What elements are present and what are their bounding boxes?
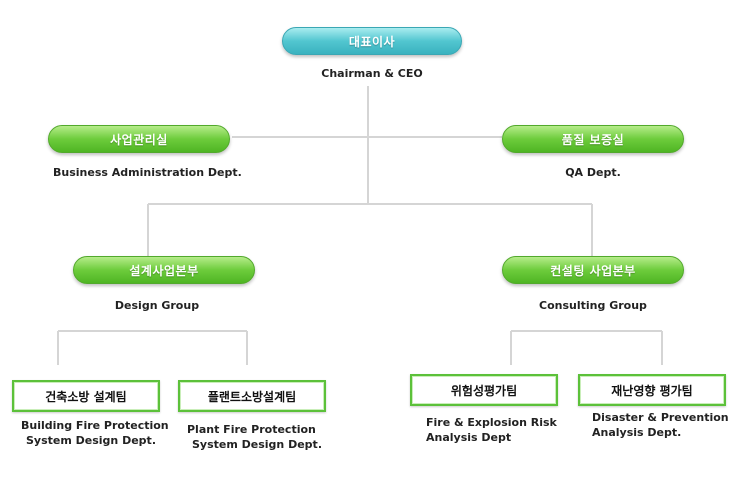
business-admin-caption: Business Administration Dept. (53, 166, 242, 179)
risk-analysis-caption-line2: Analysis Dept (426, 431, 512, 444)
risk-analysis-node: 위험성평가팀 (410, 374, 558, 406)
disaster-analysis-caption-line1: Disaster & Prevention (592, 411, 729, 424)
risk-analysis-caption-line1: Fire & Explosion Risk (426, 416, 557, 429)
business-admin-node: 사업관리실 (48, 125, 230, 153)
qa-node: 품질 보증실 (502, 125, 684, 153)
design-group-node: 설계사업본부 (73, 256, 255, 284)
qa-caption: QA Dept. (565, 166, 621, 179)
disaster-analysis-node: 재난영향 평가팀 (578, 374, 726, 406)
plant-fire-caption: Plant Fire Protection System Design Dept… (187, 422, 322, 452)
consulting-group-caption: Consulting Group (539, 299, 647, 312)
ceo-caption: Chairman & CEO (321, 67, 423, 80)
building-fire-caption-line2: System Design Dept. (26, 434, 156, 447)
risk-analysis-caption: Fire & Explosion Risk Analysis Dept (426, 415, 557, 445)
disaster-analysis-caption: Disaster & Prevention Analysis Dept. (592, 410, 729, 440)
disaster-analysis-caption-line2: Analysis Dept. (592, 426, 682, 439)
building-fire-node: 건축소방 설계팀 (12, 380, 160, 412)
plant-fire-caption-line1: Plant Fire Protection (187, 423, 316, 436)
design-group-caption: Design Group (114, 299, 200, 312)
ceo-node: 대표이사 (282, 27, 462, 55)
plant-fire-caption-line2: System Design Dept. (192, 438, 322, 451)
building-fire-caption: Building Fire Protection System Design D… (21, 418, 169, 448)
plant-fire-node: 플랜트소방설계팀 (178, 380, 326, 412)
building-fire-caption-line1: Building Fire Protection (21, 419, 169, 432)
consulting-group-node: 컨설팅 사업본부 (502, 256, 684, 284)
